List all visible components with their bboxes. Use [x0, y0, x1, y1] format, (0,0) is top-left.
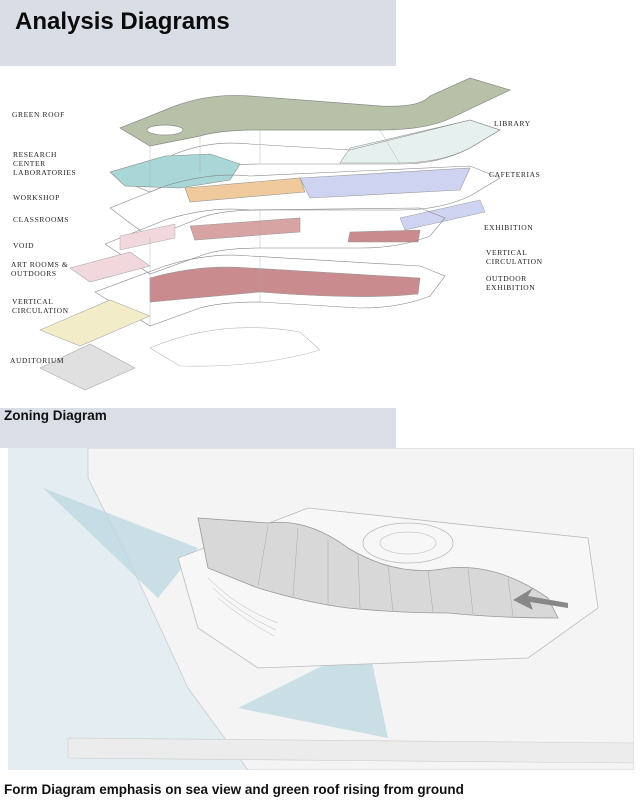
zoning-drawing — [39, 77, 511, 391]
art-zone — [69, 251, 151, 283]
research-zone — [109, 153, 241, 189]
form-drawing — [8, 448, 634, 770]
workshop-zone — [184, 177, 306, 203]
zoning-diagram: GREEN ROOF RESEARCH CENTER LABORATORIES … — [0, 68, 642, 408]
building-ribbon — [197, 517, 559, 619]
zoning-caption: Zoning Diagram — [4, 408, 107, 423]
green-roof-zone — [119, 77, 511, 147]
form-diagram — [8, 448, 634, 770]
label-cafeterias: CAFETERIAS — [489, 170, 541, 179]
label-workshop: WORKSHOP — [13, 193, 60, 202]
label-classrooms: CLASSROOMS — [13, 215, 70, 224]
view-cone-bottom — [238, 643, 388, 738]
label-art-rooms-outdoors: ART ROOMS & OUTDOORS — [11, 260, 69, 278]
label-auditorium: AUDITORIUM — [10, 356, 65, 365]
label-green-roof: GREEN ROOF — [12, 110, 65, 119]
cafeteria-zone — [299, 167, 471, 199]
label-library: LIBRARY — [494, 119, 531, 128]
label-exhibition: EXHIBITION — [484, 223, 534, 232]
label-vertical-circulation-right: VERTICAL CIRCULATION — [486, 248, 543, 266]
label-outdoor-exhibition: OUTDOOR EXHIBITION — [486, 274, 536, 292]
circulation-zone — [149, 266, 421, 303]
classroom-zone — [189, 217, 301, 241]
label-void: VOID — [13, 241, 35, 250]
view-cone-left — [43, 488, 198, 598]
form-caption: Form Diagram emphasis on sea view and gr… — [4, 782, 464, 797]
label-research-center-laboratories: RESEARCH CENTER LABORATORIES — [13, 150, 77, 177]
label-vertical-circulation-left: VERTICAL CIRCULATION — [12, 297, 69, 315]
page-title: Analysis Diagrams — [15, 8, 230, 35]
zoning-caption-band — [0, 408, 396, 448]
title-band: Analysis Diagrams — [0, 0, 396, 66]
